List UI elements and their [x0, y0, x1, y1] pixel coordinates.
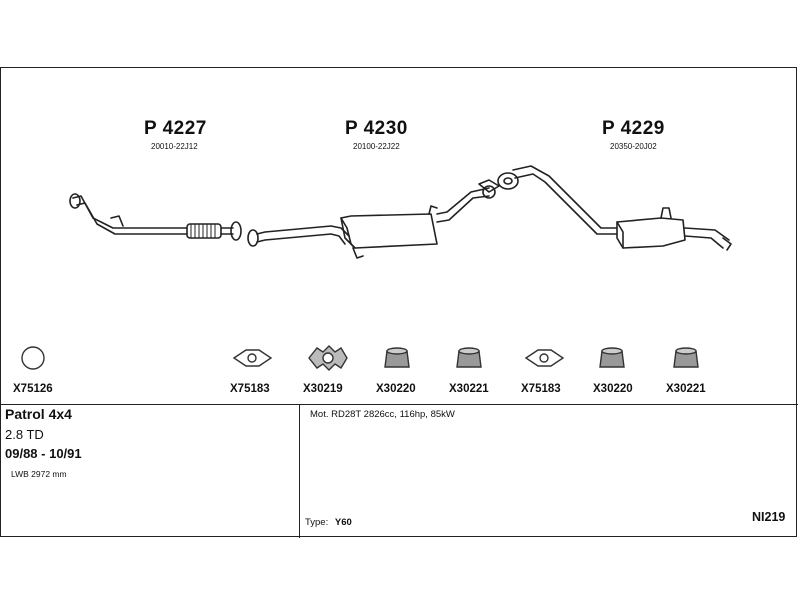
rubber-mount-icon — [384, 347, 410, 368]
rubber-hanger-icon — [308, 345, 348, 371]
oem-number-rear: 20350-20J02 — [610, 142, 657, 151]
divider-vertical — [299, 404, 300, 538]
rubber-mount-icon — [599, 347, 625, 368]
accessory-code: X30221 — [666, 383, 706, 395]
vehicle-years: 09/88 - 10/91 — [5, 446, 82, 461]
rubber-mount-icon — [456, 347, 482, 368]
accessory-code: X30221 — [449, 383, 489, 395]
oem-number-middle: 20100-22J22 — [353, 142, 400, 151]
accessory-code: X30219 — [303, 383, 343, 395]
accessory-code: X30220 — [376, 383, 416, 395]
vehicle-wheelbase: LWB 2972 mm — [11, 469, 67, 479]
front-pipe — [69, 193, 242, 241]
oem-number-front: 20010-22J12 — [151, 142, 198, 151]
accessory-code: X30220 — [593, 383, 633, 395]
part-number-rear: P 4229 — [602, 118, 665, 139]
accessory-code: X75183 — [230, 383, 270, 395]
vehicle-engine: 2.8 TD — [5, 427, 44, 442]
type-row: Type: Y60 — [305, 517, 352, 528]
flange-gasket-icon — [524, 349, 565, 367]
flange-gasket-icon — [232, 349, 273, 367]
divider-horizontal — [1, 404, 798, 405]
middle-silencer — [247, 179, 500, 259]
type-label: Type: — [305, 517, 329, 528]
part-number-middle: P 4230 — [345, 118, 408, 139]
diagram-frame: P 4227 20010-22J12 P 4230 20100-22J22 P … — [0, 67, 798, 538]
rear-silencer — [497, 165, 732, 251]
exhaust-system-drawing — [21, 165, 732, 371]
part-number-front: P 4227 — [144, 118, 207, 139]
accessory-code: X75126 — [13, 383, 53, 395]
type-value: Y60 — [334, 517, 352, 528]
ring-gasket-icon — [21, 346, 45, 370]
accessory-code: X75183 — [521, 383, 561, 395]
motor-info: Mot. RD28T 2826cc, 116hp, 85kW — [310, 409, 455, 420]
reference-code: NI219 — [752, 510, 786, 524]
vehicle-model: Patrol 4x4 — [5, 406, 72, 422]
rubber-mount-icon — [673, 347, 699, 368]
